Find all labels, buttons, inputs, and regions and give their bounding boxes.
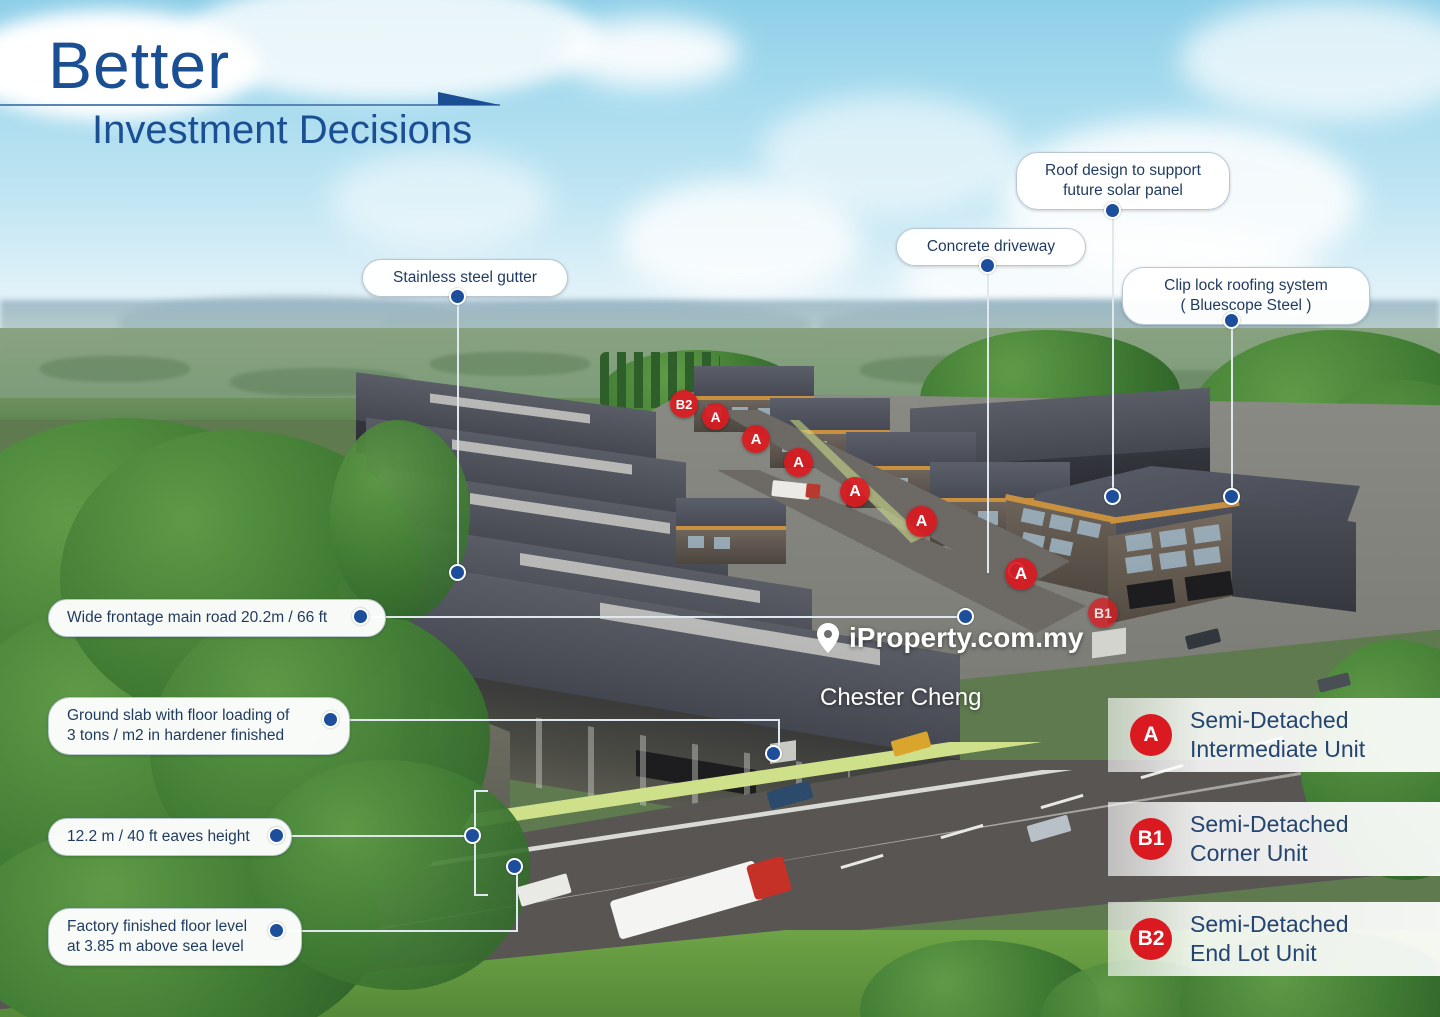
map-marker-a-4[interactable]: A <box>840 477 870 507</box>
leader-tick <box>474 790 488 792</box>
leader-line <box>457 296 459 574</box>
callout-wide-frontage[interactable]: Wide frontage main road 20.2m / 66 ft <box>48 599 386 637</box>
site-lorry-cab <box>805 483 821 499</box>
forest-left <box>330 420 470 620</box>
legend-badge-a: A <box>1130 714 1172 756</box>
leader-tick <box>474 894 488 896</box>
cloud <box>1180 0 1440 120</box>
guard-house <box>1092 627 1126 659</box>
callout-dot-wide-frontage[interactable] <box>352 608 369 625</box>
watermark-site: iProperty.com.my <box>816 622 1083 654</box>
callout-dot-cliplock-target <box>1223 488 1240 505</box>
callout-dot-floor-level[interactable] <box>268 922 285 939</box>
legend-label-b1: Semi-Detached Corner Unit <box>1190 810 1349 866</box>
leader-line <box>516 866 518 932</box>
legend-label-b2: Semi-Detached End Lot Unit <box>1190 910 1349 966</box>
cloud <box>330 150 550 250</box>
cloud <box>560 18 740 88</box>
map-marker-a-1[interactable]: A <box>702 403 729 430</box>
corner-building-side <box>1232 500 1356 612</box>
leader-line <box>1231 320 1233 498</box>
legend-label-a: Semi-Detached Intermediate Unit <box>1190 706 1366 762</box>
map-marker-a-6[interactable]: A <box>1005 558 1037 590</box>
leader-line <box>364 616 970 618</box>
cloud <box>620 180 860 300</box>
callout-roof-solar[interactable]: Roof design to support future solar pane… <box>1016 152 1230 210</box>
callout-dot-ground-slab[interactable] <box>322 711 339 728</box>
callout-dot-gutter[interactable] <box>449 288 466 305</box>
callout-dot-solar-target <box>1104 488 1121 505</box>
callout-dot-gutter-target <box>449 564 466 581</box>
leader-line <box>332 719 780 721</box>
callout-dot-eaves-target <box>464 827 481 844</box>
callout-dot-floor-target <box>506 858 523 875</box>
callout-dot-roof-solar[interactable] <box>1104 202 1121 219</box>
callout-stainless-steel-gutter[interactable]: Stainless steel gutter <box>362 259 568 297</box>
callout-dot-eaves-height[interactable] <box>268 827 285 844</box>
logo-rule <box>0 104 500 106</box>
location-pin-icon <box>817 623 839 653</box>
leader-line <box>778 719 780 755</box>
callout-dot-ground-slab-target <box>765 745 782 762</box>
legend-badge-b2: B2 <box>1130 918 1172 960</box>
callout-dot-driveway[interactable] <box>979 257 996 274</box>
leader-line <box>280 835 476 837</box>
cloud <box>180 0 600 100</box>
watermark-agent: Chester Cheng <box>820 684 982 711</box>
semi-d-unit <box>676 498 786 564</box>
brand-title: Better <box>48 28 231 102</box>
callout-clip-lock-roof[interactable]: Clip lock roofing system ( Bluescope Ste… <box>1122 267 1370 325</box>
legend-item-a[interactable]: A Semi-Detached Intermediate Unit <box>1108 698 1440 772</box>
map-marker-b1[interactable]: B1 <box>1088 598 1118 628</box>
callout-floor-level[interactable]: Factory finished floor level at 3.85 m a… <box>48 908 302 966</box>
brand-subtitle: Investment Decisions <box>92 108 473 152</box>
legend-item-b2[interactable]: B2 Semi-Detached End Lot Unit <box>1108 902 1440 976</box>
map-marker-b2[interactable]: B2 <box>670 390 698 418</box>
map-marker-a-5[interactable]: A <box>906 506 937 537</box>
map-marker-a-2[interactable]: A <box>742 425 770 453</box>
leader-line <box>987 265 989 573</box>
callout-dot-clip-lock[interactable] <box>1223 312 1240 329</box>
leader-line <box>280 930 518 932</box>
map-marker-a-3[interactable]: A <box>784 448 813 477</box>
leader-line <box>1112 210 1114 498</box>
callout-eaves-height[interactable]: 12.2 m / 40 ft eaves height <box>48 818 292 856</box>
callout-ground-slab[interactable]: Ground slab with floor loading of 3 tons… <box>48 697 350 755</box>
watermark-site-text: iProperty.com.my <box>849 622 1084 653</box>
legend-badge-b1: B1 <box>1130 818 1172 860</box>
callout-dot-frontage-target <box>957 608 974 625</box>
legend-item-b1[interactable]: B1 Semi-Detached Corner Unit <box>1108 802 1440 876</box>
